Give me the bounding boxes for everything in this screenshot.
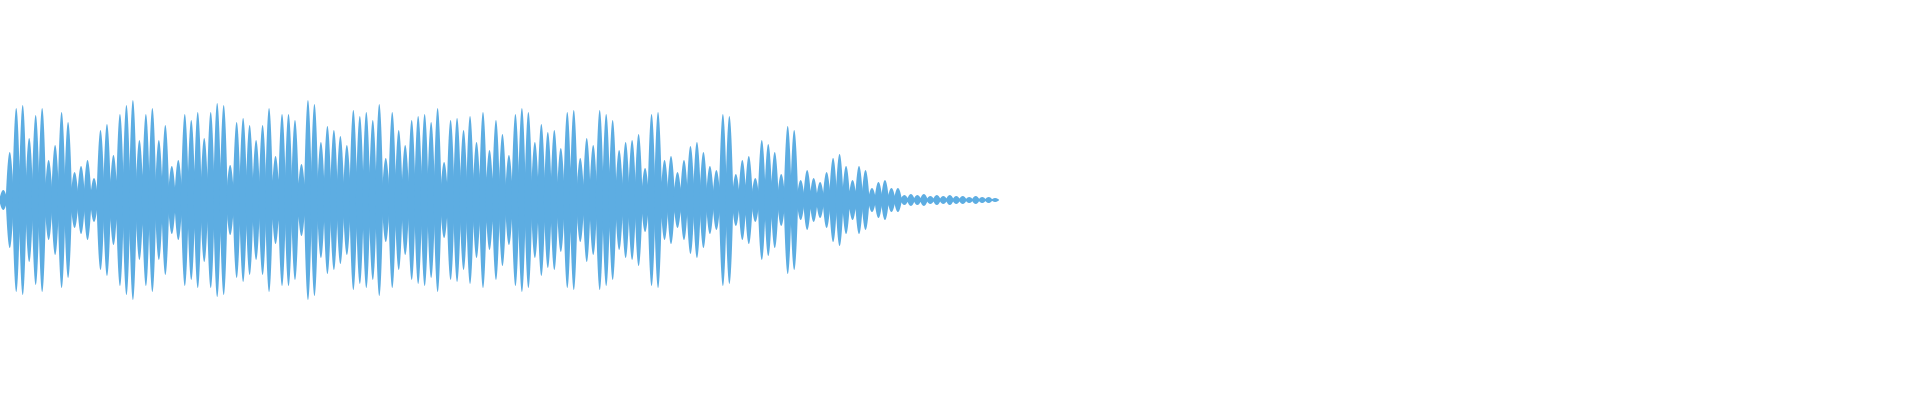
waveform-centerline: [0, 199, 999, 201]
waveform-lobes: [0, 100, 1000, 300]
